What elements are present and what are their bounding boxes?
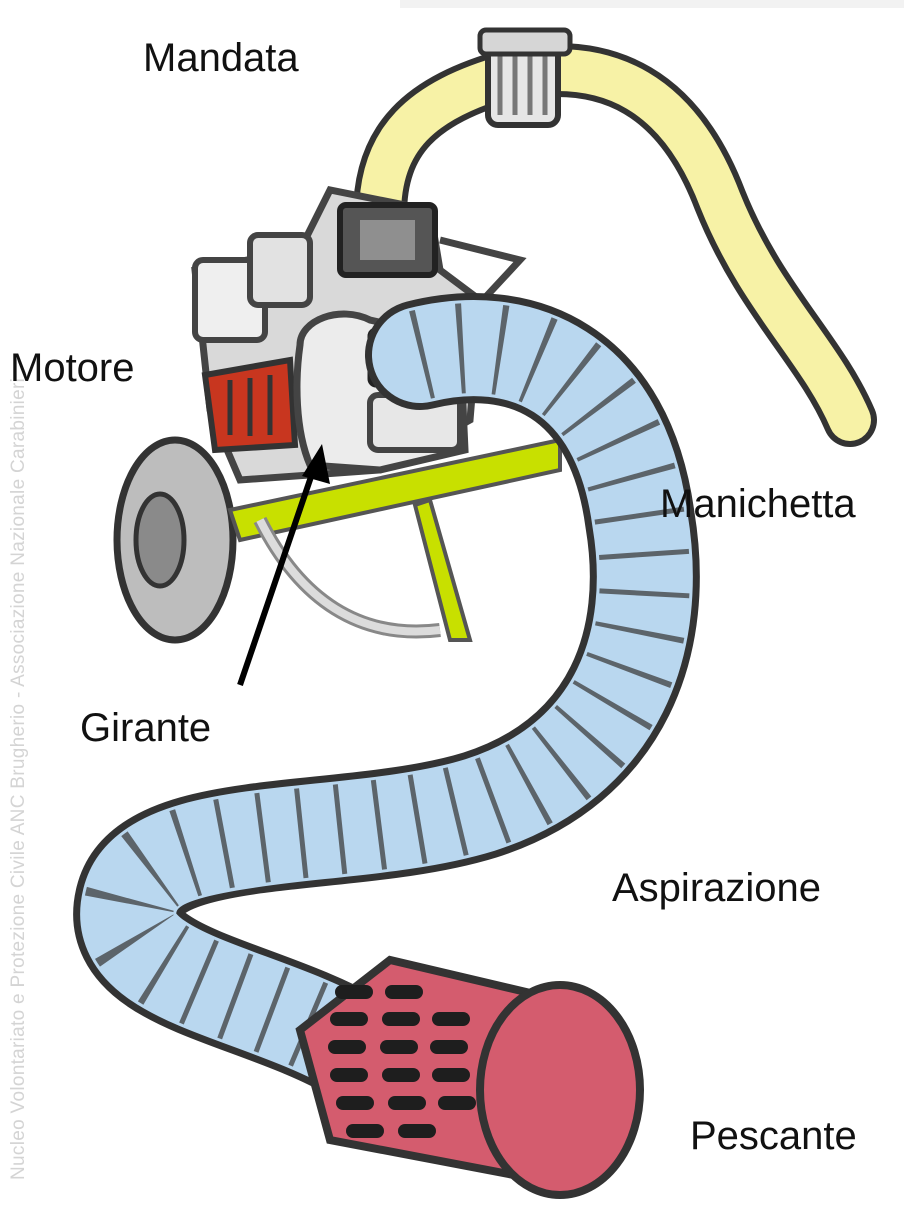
pump-engine xyxy=(117,190,560,640)
label-motore: Motore xyxy=(10,348,135,388)
strainer xyxy=(300,960,640,1195)
label-mandata: Mandata xyxy=(143,38,299,78)
label-girante: Girante xyxy=(80,708,211,748)
hose-clamp xyxy=(480,30,570,125)
label-pescante: Pescante xyxy=(690,1116,857,1156)
label-aspirazione: Aspirazione xyxy=(612,868,821,908)
watermark-text: Nucleo Volontariato e Protezione Civile … xyxy=(8,378,30,1180)
label-manichetta: Manichetta xyxy=(660,484,856,524)
